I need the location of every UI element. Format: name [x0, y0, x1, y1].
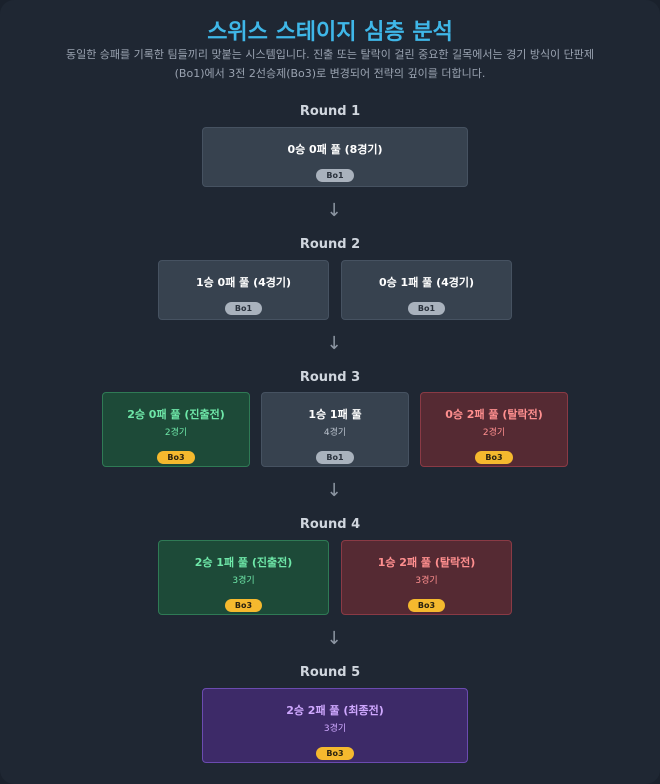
- pool-card-r3-0-2: 0승 2패 풀 (탈락전) 2경기 Bo3: [420, 392, 568, 467]
- pool-match-count: 3경기: [415, 576, 438, 586]
- pool-match-count: 2경기: [164, 428, 188, 438]
- pool-card-r4-1-2: 1승 2패 풀 (탈락전) 3경기 Bo3: [341, 540, 512, 615]
- pool-card-r1-0-0: 0승 0패 풀 (8경기) Bo1: [202, 127, 468, 187]
- pool-title: 2승 1패 풀 (진출전): [194, 556, 293, 569]
- description-line-2: (Bo1)에서 3전 2선승제(Bo3)로 변경되어 전략의 깊이를 더합니다.: [174, 67, 486, 80]
- round-2-label: Round 2: [299, 237, 361, 252]
- round-1-label: Round 1: [299, 104, 361, 119]
- match-format-badge: Bo1: [316, 451, 354, 464]
- page-title: 스위스 스테이지 심층 분석: [207, 20, 453, 45]
- page-description: 동일한 승패를 기록한 팀들끼리 맞붙는 시스템입니다. 진출 또는 탈락이 걸…: [60, 45, 600, 83]
- pool-card-r2-1-0: 1승 0패 풀 (4경기) Bo1: [158, 260, 329, 320]
- pool-card-r2-0-1: 0승 1패 풀 (4경기) Bo1: [341, 260, 512, 320]
- description-line-1: 동일한 승패를 기록한 팀들끼리 맞붙는 시스템입니다. 진출 또는 탈락이 걸…: [65, 48, 595, 61]
- match-format-badge: Bo1: [316, 169, 354, 182]
- pool-card-r3-2-0: 2승 0패 풀 (진출전) 2경기 Bo3: [102, 392, 250, 467]
- pool-title: 0승 0패 풀 (8경기): [287, 143, 383, 156]
- pool-title: 2승 2패 풀 (최종전): [286, 704, 384, 717]
- pool-match-count: 3경기: [232, 576, 255, 586]
- pool-title: 2승 0패 풀 (진출전): [127, 408, 225, 421]
- down-arrow-icon: ↓: [326, 628, 342, 649]
- pool-match-count: 2경기: [482, 428, 506, 438]
- down-arrow-icon: ↓: [326, 333, 342, 354]
- round-5-label: Round 5: [299, 665, 361, 680]
- pool-title: 1승 2패 풀 (탈락전): [377, 556, 476, 569]
- down-arrow-icon: ↓: [326, 480, 342, 501]
- match-format-badge: Bo3: [224, 599, 263, 612]
- match-format-badge: Bo3: [157, 451, 195, 464]
- pool-title: 0승 1패 풀 (4경기): [378, 276, 475, 289]
- match-format-badge: Bo3: [316, 747, 354, 760]
- pool-card-r5-2-2: 2승 2패 풀 (최종전) 3경기 Bo3: [202, 688, 468, 763]
- pool-title: 0승 2패 풀 (탈락전): [445, 408, 543, 421]
- pool-card-r3-1-1: 1승 1패 풀 4경기 Bo1: [261, 392, 409, 467]
- round-4-label: Round 4: [299, 517, 361, 532]
- match-format-badge: Bo3: [475, 451, 513, 464]
- pool-title: 1승 0패 풀 (4경기): [195, 276, 292, 289]
- pool-card-r4-2-1: 2승 1패 풀 (진출전) 3경기 Bo3: [158, 540, 329, 615]
- round-3-label: Round 3: [299, 370, 361, 385]
- down-arrow-icon: ↓: [326, 200, 342, 221]
- match-format-badge: Bo1: [407, 302, 446, 315]
- match-format-badge: Bo3: [407, 599, 446, 612]
- pool-title: 1승 1패 풀: [308, 408, 362, 421]
- pool-match-count: 4경기: [323, 428, 347, 438]
- match-format-badge: Bo1: [224, 302, 263, 315]
- pool-match-count: 3경기: [323, 724, 347, 734]
